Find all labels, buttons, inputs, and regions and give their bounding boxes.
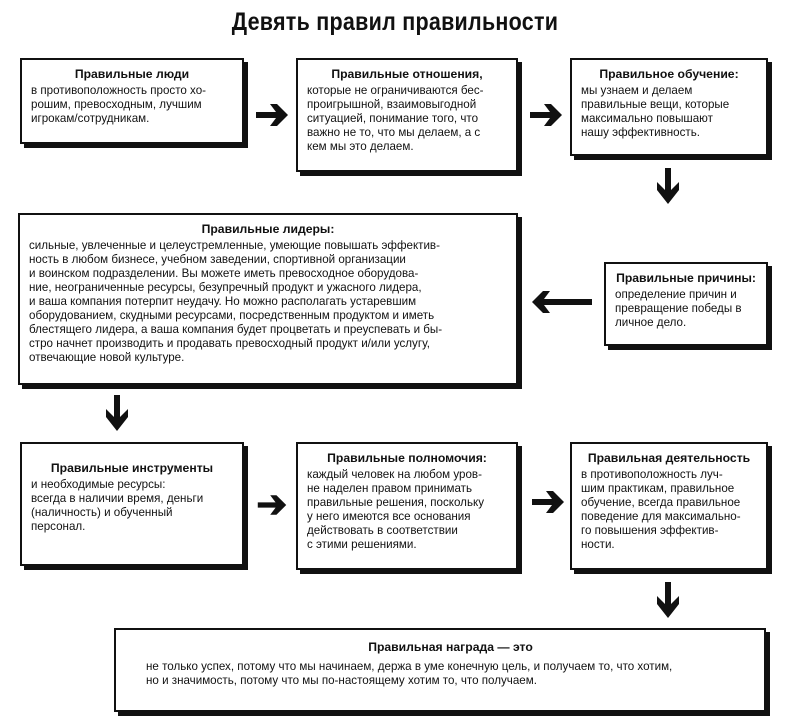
arrow-down-icon	[106, 395, 128, 431]
box-text: в противоположность луч- шим практикам, …	[581, 468, 741, 551]
box-text: каждый человек на любом уров- не наделен…	[307, 468, 484, 551]
diagram-title: Девять правил правильности	[231, 8, 559, 36]
box-right-learning: Правильное обучение: мы узнаем и делаем …	[570, 58, 768, 156]
arrow-down-icon	[657, 168, 679, 204]
arrow-down-icon	[657, 582, 679, 618]
arrow-left-icon	[532, 291, 592, 313]
box-text: и необходимые ресурсы: всегда в наличии …	[31, 478, 204, 533]
box-text: которые не ограничиваются бес- проигрышн…	[307, 84, 484, 153]
box-heading: Правильные полномочия:	[327, 451, 487, 465]
box-heading: Правильная деятельность	[587, 451, 751, 465]
box-heading: Правильное обучение:	[599, 67, 739, 81]
box-right-reasons: Правильные причины: определение причин и…	[604, 262, 768, 346]
box-right-relations: Правильные отношения, которые не огранич…	[296, 58, 518, 172]
arrow-right-icon	[257, 495, 287, 515]
box-text: в противоположность просто хо- рошим, пр…	[31, 84, 207, 125]
box-heading: Правильная награда — это	[368, 640, 533, 654]
box-right-tools: Правильные инструменты и необходимые рес…	[20, 442, 244, 566]
box-heading: Правильные отношения,	[331, 67, 483, 81]
box-text: определение причин и превращение победы …	[615, 288, 742, 329]
box-text: не только успех, потому что мы начинаем,…	[146, 660, 673, 687]
box-heading: Правильные лидеры:	[201, 222, 335, 236]
arrow-right-icon	[256, 104, 288, 126]
box-right-people: Правильные люди в противоположность прос…	[20, 58, 244, 144]
box-right-activity: Правильная деятельность в противоположно…	[570, 442, 768, 570]
arrow-right-icon	[530, 104, 562, 126]
box-text: мы узнаем и делаем правильные вещи, кото…	[581, 84, 730, 139]
box-right-reward: Правильная награда — это не только успех…	[114, 628, 766, 712]
box-text: сильные, увлеченные и целеустремленные, …	[29, 239, 443, 364]
box-right-leaders: Правильные лидеры: сильные, увлеченные и…	[18, 213, 518, 385]
box-heading: Правильные причины:	[616, 271, 756, 285]
box-heading: Правильные люди	[74, 67, 190, 81]
box-right-powers: Правильные полномочия: каждый человек на…	[296, 442, 518, 570]
box-heading: Правильные инструменты	[50, 461, 214, 475]
arrow-right-icon	[532, 491, 564, 513]
